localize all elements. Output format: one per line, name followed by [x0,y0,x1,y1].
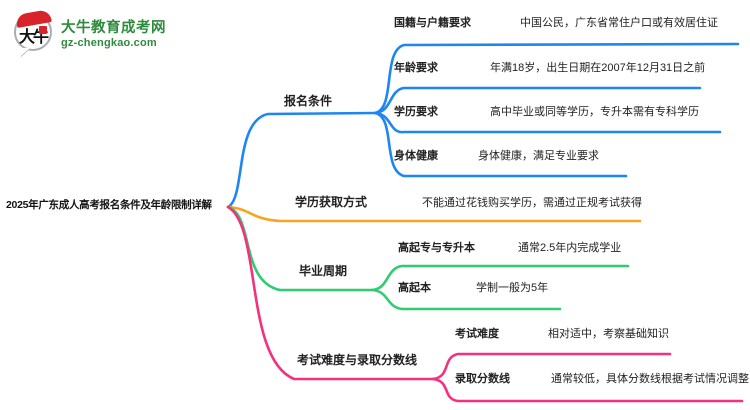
branch-line-graduation-child-1 [370,264,630,292]
root-node-title: 2025年广东成人高考报名条件及年龄限制详解 [6,199,212,211]
child-label-education: 学历要求 [394,106,438,118]
branch-label-exam-difficulty: 考试难度与录取分数线 [297,353,418,367]
branch-line-exam-child-2 [431,377,744,403]
branch-line-registration-child-1 [373,42,740,115]
branch-line-registration-child-2 [373,86,702,115]
daniu-bull-icon: 大牛 [14,9,52,56]
child-label-high-to-bachelor: 高起本 [398,282,431,294]
child-value-admission-score: 通常较低，具体分数线根据考试情况调整 [551,373,749,385]
child-value-college-upgrade: 通常2.5年内完成学业 [518,242,622,254]
logo-site-name: 大牛教育成考网 [61,19,166,36]
child-label-difficulty: 考试难度 [455,328,499,340]
child-label-health: 身体健康 [394,150,438,162]
child-label-age: 年龄要求 [394,62,438,74]
branch-line-graduation-child-2 [370,288,562,311]
child-value-difficulty: 相对适中，考察基础知识 [548,328,669,340]
branch-line-degree-method [226,205,642,223]
child-value-nationality: 中国公民，广东省常住户口或有效居住证 [520,17,718,29]
branch-label-degree-method: 学历获取方式 [295,195,368,209]
child-label-nationality: 国籍与户籍要求 [394,17,471,29]
logo-text-block: 大牛教育成考网 gz-chengkao.com [61,16,166,49]
logo-speech-tail [21,48,30,56]
child-value-education: 高中毕业或同等学历，专升本需有专科学历 [490,106,699,118]
branch-label-registration: 报名条件 [284,94,333,108]
logo-red-seal-icon [39,26,47,34]
branch-line-registration-child-4 [373,111,628,178]
branch-line-exam-main [226,205,435,381]
branch-line-exam-child-1 [431,352,672,381]
branch-value-degree-method: 不能通过花钱购买学历，需通过正规考试获得 [422,197,642,209]
child-value-high-to-bachelor: 学制一般为5年 [476,282,549,294]
branch-label-graduation-cycle: 毕业周期 [299,264,348,278]
child-value-age: 年满18岁，出生日期在2007年12月31日之前 [490,62,706,74]
logo-site-domain: gz-chengkao.com [61,36,157,49]
branch-line-registration-main [226,111,377,209]
child-value-health: 身体健康，满足专业要求 [478,150,599,162]
child-label-admission-score: 录取分数线 [455,373,510,385]
child-label-college-upgrade: 高起专与专升本 [398,242,475,254]
site-logo[interactable]: 大牛 大牛教育成考网 gz-chengkao.com [14,9,166,56]
